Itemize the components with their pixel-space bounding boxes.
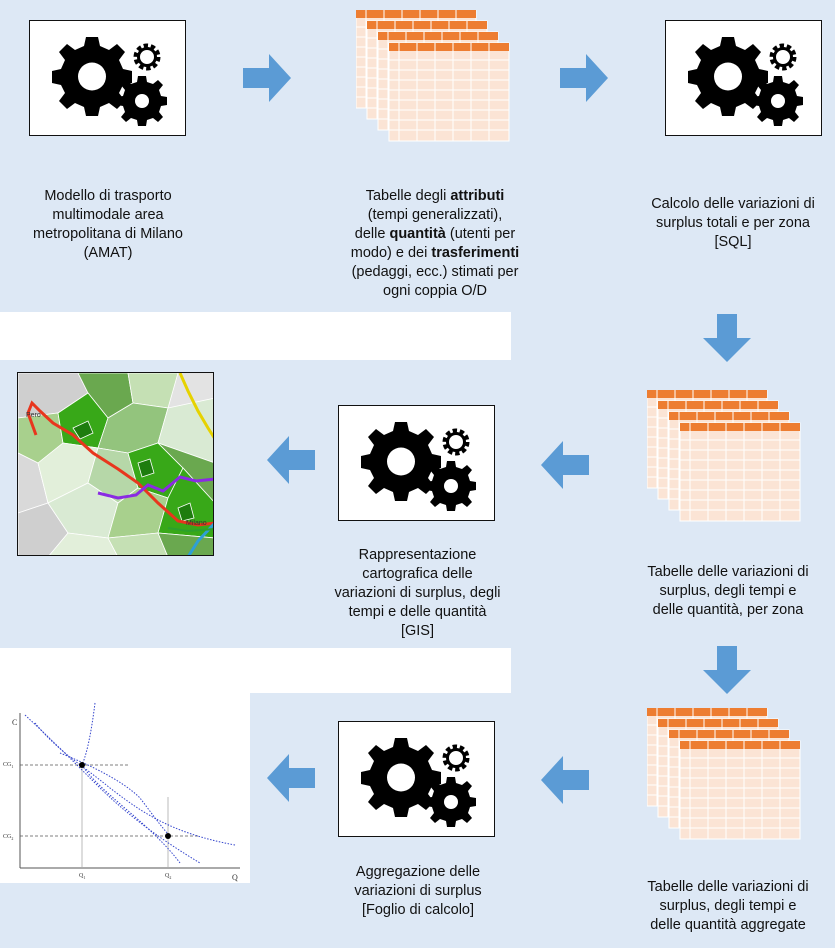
arrow-left-icon (541, 441, 589, 489)
arrow-left-icon (267, 754, 315, 802)
cg1-label: CG1 (3, 762, 13, 769)
spreadsheet-gear-box (338, 721, 495, 837)
q2-label: Q2 (165, 873, 171, 880)
attribute-tables (356, 10, 512, 160)
surplus-calc-gear-box (665, 20, 822, 136)
aggregate-tables (647, 708, 803, 858)
map-label-pero: Pero (26, 412, 41, 419)
supply-demand-graph: C Q CG1 CG2 Q1 Q2 (0, 693, 250, 883)
arrow-left-icon (267, 436, 315, 484)
cg2-label: CG2 (3, 834, 13, 841)
gear-icon (339, 406, 496, 522)
model-gear-box (29, 20, 186, 136)
arrow-left-icon (541, 756, 589, 804)
milan-map: Pero Milano (17, 372, 214, 556)
gis-gear-box (338, 405, 495, 521)
separator-band-1 (0, 312, 511, 360)
q1-label: Q1 (79, 873, 85, 880)
arrow-right-icon (560, 54, 608, 102)
arrow-down-icon (703, 314, 751, 362)
gear-icon (30, 21, 187, 137)
arrow-down-icon (703, 646, 751, 694)
caption-attribute-tables: Tabelle degli attributi (tempi generaliz… (350, 188, 520, 299)
table-stack-icon (647, 390, 803, 540)
table-stack-icon (356, 10, 512, 160)
table-stack-icon (647, 708, 803, 858)
zone-variation-tables (647, 390, 803, 540)
map-label-milano: Milano (186, 520, 207, 527)
axis-x-label: Q (232, 873, 238, 882)
gear-icon (339, 722, 496, 838)
axis-y-label: C (12, 718, 17, 727)
arrow-right-icon (243, 54, 291, 102)
separator-band-2 (0, 648, 511, 693)
gear-icon (666, 21, 823, 137)
